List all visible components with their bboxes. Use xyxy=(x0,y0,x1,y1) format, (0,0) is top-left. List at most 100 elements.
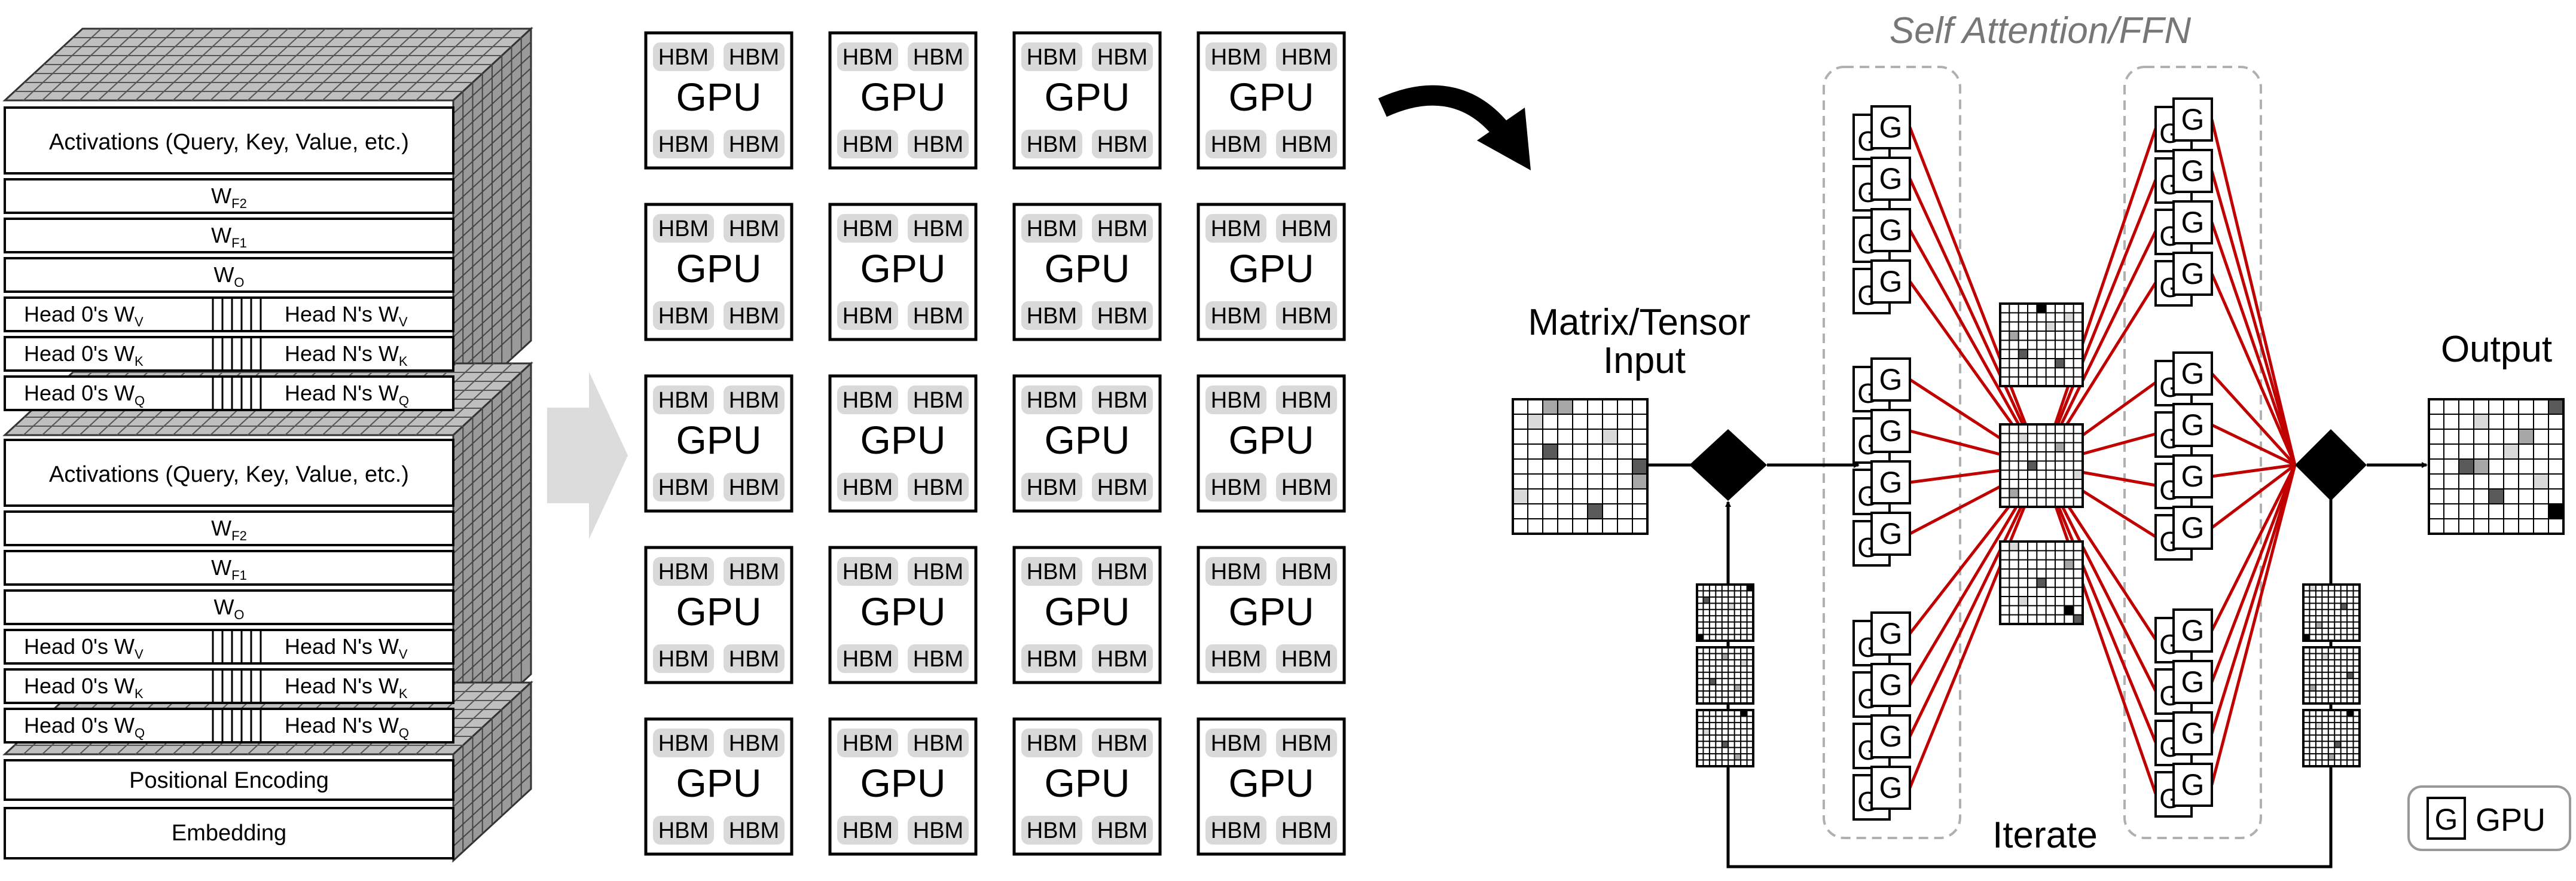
matrix-cell-filled xyxy=(1513,489,1528,504)
hbm-label: HBM xyxy=(729,475,779,500)
legend-gpu-icon xyxy=(2427,797,2466,840)
hbm-chip xyxy=(1021,729,1082,757)
matrix-border xyxy=(1696,583,1754,642)
side-grid-line xyxy=(453,54,532,127)
matrix-cell-filled xyxy=(1734,684,1741,692)
head-0-label-base: Head 0's W xyxy=(24,634,135,659)
positional-encoding-label: Positional Encoding xyxy=(129,768,329,793)
hbm-chip xyxy=(1276,473,1337,501)
hbm-chip xyxy=(1205,729,1266,757)
hbm-label: HBM xyxy=(1097,45,1147,70)
hbm-chip xyxy=(724,816,785,845)
hbm-chip xyxy=(837,386,898,414)
ffn-output-link xyxy=(2210,170,2297,466)
gpu-label: GPU xyxy=(1228,761,1314,805)
head-0-label-subscript: Q xyxy=(135,393,145,408)
gpu-front-chip xyxy=(2172,149,2213,193)
matrix-outline xyxy=(1999,423,2084,508)
hbm-chip xyxy=(1205,473,1266,501)
hbm-chip xyxy=(1276,557,1337,586)
gpu-label: GPU xyxy=(1228,589,1314,634)
weight-label: WF2 xyxy=(211,516,247,543)
ffn-output-link xyxy=(2211,423,2296,467)
hbm-label: HBM xyxy=(658,45,709,70)
hbm-chip xyxy=(653,644,714,673)
gpu-front-glyph: G xyxy=(1879,771,1903,804)
hbm-chip xyxy=(653,301,714,330)
weight-label-subscript: F2 xyxy=(231,528,247,543)
matrix-cell-filled xyxy=(2064,313,2074,322)
hbm-label: HBM xyxy=(658,304,709,329)
embedding-label: Embedding xyxy=(172,821,286,846)
matrix-cell-filled xyxy=(1747,585,1753,591)
input-matrix xyxy=(1512,398,1649,535)
hbm-label: HBM xyxy=(843,647,893,672)
weight-label-base: W xyxy=(211,555,231,580)
hbm-chip xyxy=(908,42,969,71)
embedding-layer xyxy=(4,807,454,859)
hbm-label: HBM xyxy=(843,45,893,70)
side-grid-line xyxy=(453,402,532,475)
hbm-label: HBM xyxy=(1027,304,1077,329)
head-n-label: Head N's WK xyxy=(285,674,408,701)
hbm-label: HBM xyxy=(658,132,709,157)
hbm-label: HBM xyxy=(913,388,963,413)
hbm-chip xyxy=(653,557,714,586)
matrix-cell-filled xyxy=(2474,459,2489,474)
gpu-label: GPU xyxy=(860,589,945,634)
hbm-chip xyxy=(837,473,898,501)
hbm-label: HBM xyxy=(913,818,963,843)
activations-layer xyxy=(4,439,454,507)
head-n-label-subscript: Q xyxy=(399,393,409,408)
matrix-cell-filled xyxy=(1528,414,1543,429)
matrix-cell-filled xyxy=(2519,429,2534,444)
hbm-label: HBM xyxy=(1281,132,1332,157)
head-n-label-base: Head N's W xyxy=(285,634,399,659)
matrix-cell-filled xyxy=(1728,603,1735,610)
side-grid-line xyxy=(453,94,532,167)
side-grid-line xyxy=(453,761,532,834)
gpu-front-chip xyxy=(1870,766,1911,810)
hbm-chip xyxy=(653,214,714,243)
gpu-front-glyph: G xyxy=(2181,768,2205,802)
side-grid-line xyxy=(453,160,532,233)
side-grid-line xyxy=(453,199,532,272)
matrix-cell-filled xyxy=(1741,659,1747,666)
activations-label: Activations (Query, Key, Value, etc.) xyxy=(49,130,409,155)
side-grid-line xyxy=(453,708,532,781)
ffn-input-link xyxy=(2040,179,2157,466)
legend: G GPU xyxy=(2407,785,2571,851)
side-grid-line xyxy=(453,560,532,633)
attention-head-layer xyxy=(4,336,454,372)
hbm-label: HBM xyxy=(1027,45,1077,70)
side-grid-line xyxy=(453,735,532,807)
matrix-outline xyxy=(2428,398,2565,535)
hbm-chip xyxy=(1276,816,1337,845)
iterate-matrix-left-2 xyxy=(1696,646,1754,705)
matrices xyxy=(1512,302,2565,767)
side-grid-line xyxy=(453,146,532,219)
hbm-chip xyxy=(724,130,785,158)
hbm-label: HBM xyxy=(843,818,893,843)
hbm-chip xyxy=(1276,644,1337,673)
matrix-outline xyxy=(1512,398,1649,535)
head-n-label-subscript: V xyxy=(399,647,408,662)
gpu-front-chip xyxy=(2172,97,2213,142)
matrix-cell-filled xyxy=(2347,710,2354,717)
hbm-chip xyxy=(1276,42,1337,71)
gpu-front-glyph: G xyxy=(1879,466,1903,499)
gpu-front-glyph: G xyxy=(1879,162,1903,195)
hbm-label: HBM xyxy=(1211,388,1261,413)
matrix-cell-filled xyxy=(1703,596,1710,604)
hbm-label: HBM xyxy=(843,216,893,241)
attention-head-layer xyxy=(4,668,454,704)
